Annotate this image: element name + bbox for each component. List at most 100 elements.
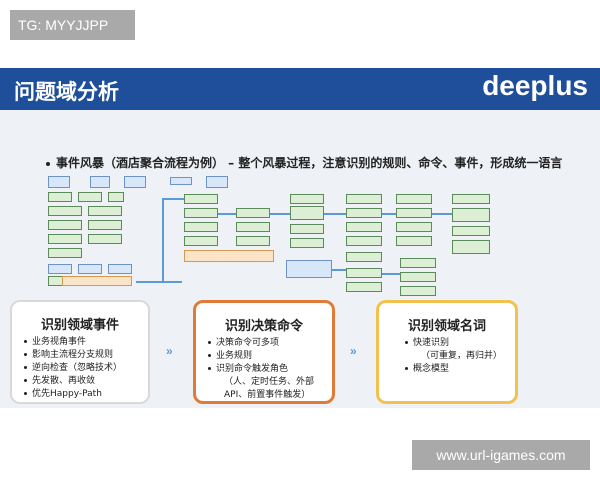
flow-box xyxy=(124,176,146,188)
flow-box xyxy=(396,208,432,218)
flow-box xyxy=(396,194,432,204)
flow-box xyxy=(48,206,82,216)
list-item-continuation: （人、定时任务、外部 xyxy=(224,377,315,387)
bullet-icon xyxy=(405,341,408,344)
flow-box xyxy=(236,208,270,218)
flow-box xyxy=(290,238,324,248)
flow-box xyxy=(346,282,382,292)
flow-box xyxy=(452,226,490,236)
flow-box xyxy=(400,272,436,282)
flow-connector xyxy=(382,213,396,215)
flow-box xyxy=(290,194,324,204)
flow-connector xyxy=(332,269,346,271)
watermark-bottom: www.url-igames.com xyxy=(412,440,590,470)
flow-box xyxy=(90,176,110,188)
flow-box xyxy=(396,236,432,246)
panel-decision-commands: 识别决策命令 决策命令可多项 业务规则 识别命令触发角色 （人、定时任务、外部 … xyxy=(193,300,335,404)
flow-connector xyxy=(218,213,236,215)
bullet-icon xyxy=(24,366,27,369)
flow-box xyxy=(88,206,122,216)
flow-box xyxy=(48,264,72,274)
panel-title: 识别领域事件 xyxy=(40,318,119,333)
flow-connector xyxy=(136,281,182,283)
bullet-icon xyxy=(24,353,27,356)
flow-box xyxy=(206,176,228,188)
flow-box xyxy=(346,236,382,246)
panel-domain-events: 识别领域事件 业务视角事件 影响主流程分支规则 逆向检查（忽略技术） 先发散、再… xyxy=(10,300,150,404)
panel-list: 业务视角事件 影响主流程分支规则 逆向检查（忽略技术） 先发散、再收敛 优先Ha… xyxy=(24,336,122,401)
flow-connector xyxy=(270,213,290,215)
panel-title: 识别领域名词 xyxy=(407,319,486,334)
panel-list: 快速识别 （可重复，再归并） 概念模型 xyxy=(405,337,502,376)
list-item: 先发散、再收敛 xyxy=(24,375,122,388)
flow-box xyxy=(48,176,70,188)
list-item-continuation: API、前置事件触发） xyxy=(224,390,311,400)
decision-box xyxy=(286,260,332,278)
flow-box xyxy=(108,192,124,202)
flow-box xyxy=(346,208,382,218)
bullet-icon xyxy=(24,379,27,382)
flow-box xyxy=(290,206,324,220)
flow-box xyxy=(452,208,490,222)
flow-box xyxy=(184,236,218,246)
flow-box xyxy=(400,286,436,296)
bullet-icon xyxy=(46,161,50,166)
deeplus-logo: deeplus xyxy=(482,70,588,101)
bullet-icon xyxy=(208,341,211,344)
list-item: 业务视角事件 xyxy=(24,336,122,349)
flow-box xyxy=(236,222,270,232)
flow-box xyxy=(48,192,72,202)
slide-header: 问题域分析 deeplus xyxy=(0,68,600,110)
list-item: 影响主流程分支规则 xyxy=(24,349,122,362)
slide-subtitle: 事件风暴（酒店聚合流程为例） – 整个风暴过程，注意识别的规则、命令、事件，形成… xyxy=(46,154,562,171)
flow-box xyxy=(346,222,382,232)
flow-connector xyxy=(162,198,164,282)
slide-title: 问题域分析 xyxy=(14,80,119,104)
flow-box xyxy=(400,258,436,268)
flow-box xyxy=(346,252,382,262)
list-item: 优先Happy-Path xyxy=(24,388,122,401)
list-item: 决策命令可多项 xyxy=(208,337,314,350)
watermark-top: TG: MYYJJPP xyxy=(10,10,135,40)
flow-box xyxy=(290,224,324,234)
bullet-icon xyxy=(208,367,211,370)
flow-box xyxy=(108,264,132,274)
list-item: 概念模型 xyxy=(405,363,502,376)
flow-box xyxy=(78,192,102,202)
flow-box xyxy=(452,194,490,204)
flow-box xyxy=(48,220,82,230)
bullet-icon xyxy=(405,367,408,370)
flow-connector xyxy=(382,273,400,275)
panel-list: 决策命令可多项 业务规则 识别命令触发角色 （人、定时任务、外部 API、前置事… xyxy=(208,337,314,402)
flow-box xyxy=(346,268,382,278)
flow-box xyxy=(88,234,122,244)
list-item-continuation: （可重复，再归并） xyxy=(421,351,503,361)
flow-connector xyxy=(432,213,452,215)
list-item: 逆向检查（忽略技术） xyxy=(24,362,122,375)
bullet-icon xyxy=(208,354,211,357)
flow-box xyxy=(170,177,192,185)
bullet-icon xyxy=(24,340,27,343)
flow-box xyxy=(62,276,132,286)
flow-box xyxy=(184,208,218,218)
list-item: 识别命令触发角色 xyxy=(208,363,314,376)
flow-box xyxy=(396,222,432,232)
flow-box xyxy=(78,264,102,274)
flow-connector xyxy=(324,213,346,215)
slide: 问题域分析 deeplus 事件风暴（酒店聚合流程为例） – 整个风暴过程，注意… xyxy=(0,68,600,408)
list-item: 业务规则 xyxy=(208,350,314,363)
flow-box xyxy=(88,220,122,230)
chevron-right-icon: » xyxy=(350,344,357,358)
chevron-right-icon: » xyxy=(166,344,173,358)
panel-domain-nouns: 识别领域名词 快速识别 （可重复，再归并） 概念模型 xyxy=(376,300,518,404)
flow-box xyxy=(346,194,382,204)
flow-box xyxy=(452,240,490,254)
flow-box xyxy=(48,248,82,258)
flow-box xyxy=(236,236,270,246)
flow-box xyxy=(184,250,274,262)
flow-box xyxy=(184,222,218,232)
list-item: 快速识别 xyxy=(405,337,502,350)
flow-connector xyxy=(162,198,184,200)
panel-title: 识别决策命令 xyxy=(224,319,303,334)
bullet-icon xyxy=(24,392,27,395)
